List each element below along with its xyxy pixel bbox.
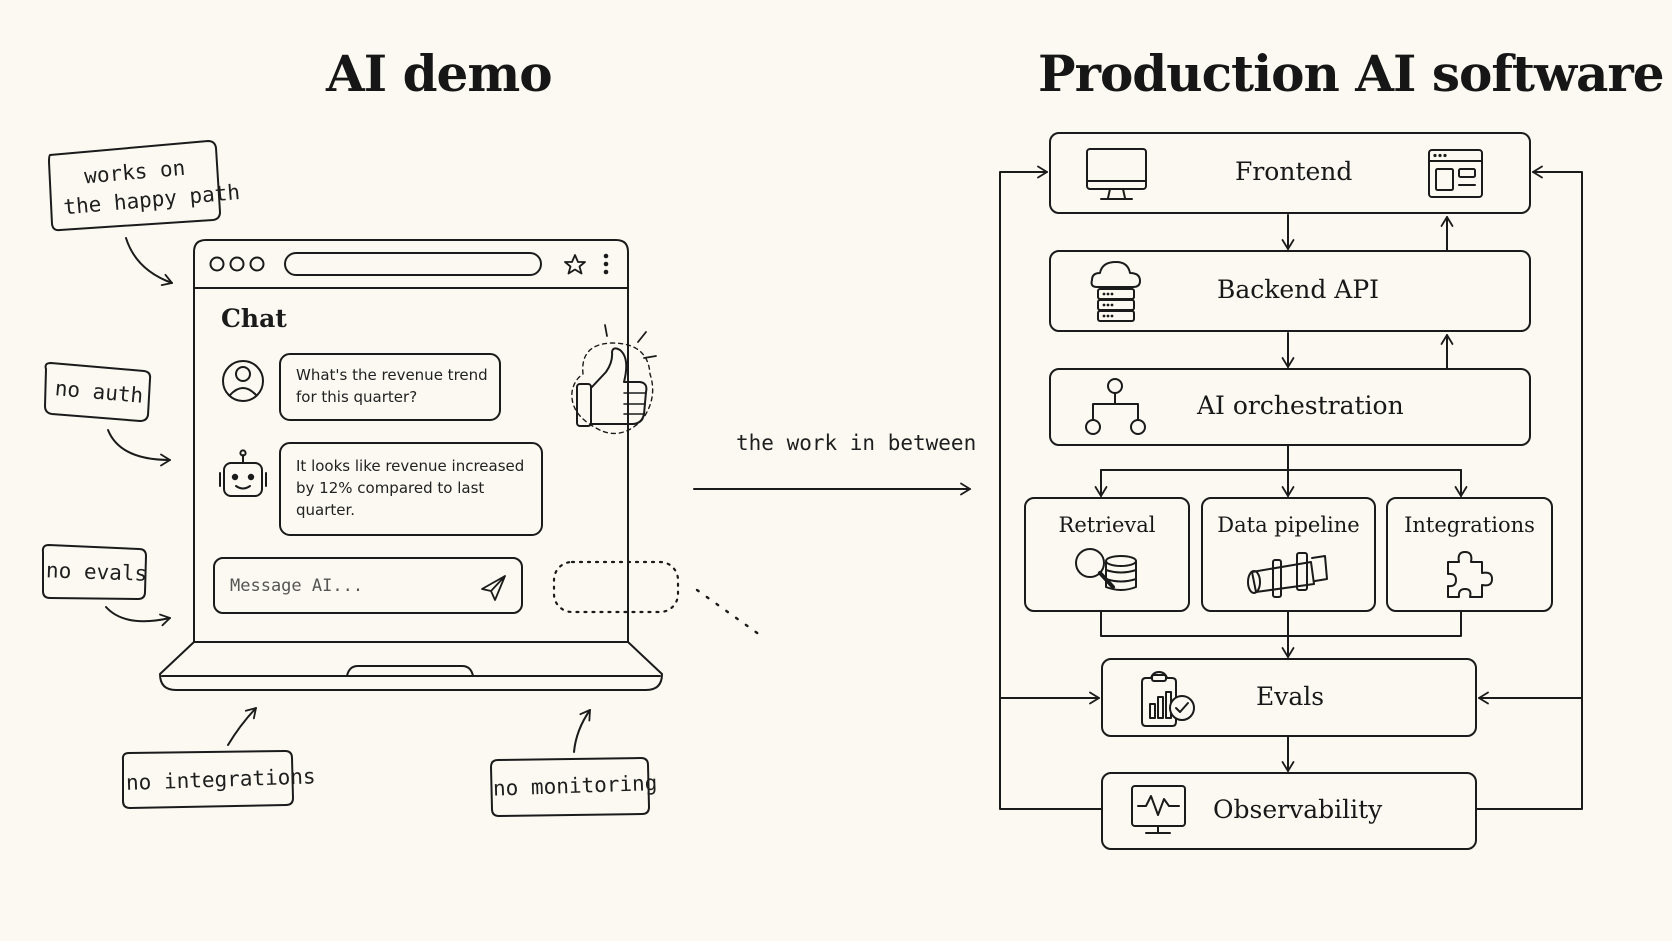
note-no-monitoring [490, 757, 650, 817]
retrieval-label: Retrieval [1058, 513, 1156, 537]
magnifier-database-icon [1075, 548, 1137, 591]
user-avatar-icon [222, 360, 264, 402]
puzzle-icon [1447, 551, 1493, 598]
user-message-bubble [279, 353, 501, 421]
observability-label: Observability [1213, 795, 1383, 824]
bot-message-line3: quarter. [296, 501, 356, 519]
laptop-base [159, 641, 663, 691]
cloud-server-icon [1090, 261, 1141, 322]
user-message-text: What's the revenue trend for this quarte… [296, 364, 488, 408]
send-icon[interactable] [481, 575, 506, 601]
note-no-monitoring-text: no monitoring [492, 770, 658, 801]
kebab-menu-icon[interactable] [603, 253, 609, 275]
note-no-integrations [121, 750, 294, 809]
browser-dot-2 [229, 256, 245, 272]
arrow-no-auth [107, 429, 171, 467]
note-happy-path [48, 140, 221, 232]
user-message-line2: for this quarter? [296, 388, 418, 406]
browser-dot-1 [209, 256, 225, 272]
arrow-no-monitoring [573, 709, 591, 753]
bot-message-bubble [279, 442, 543, 536]
note-no-integrations-text: no integrations [125, 764, 316, 795]
data-pipeline-label: Data pipeline [1217, 513, 1360, 537]
ai-orchestration-box [1049, 368, 1531, 446]
laptop-screen [193, 239, 629, 643]
arrow-no-evals [105, 606, 171, 627]
star-icon[interactable] [564, 254, 586, 275]
data-pipeline-box [1201, 497, 1376, 612]
retrieval-box [1024, 497, 1190, 612]
robot-icon [219, 449, 267, 497]
evals-label: Evals [1256, 682, 1325, 711]
bot-message-text: It looks like revenue increased by 12% c… [296, 455, 524, 521]
dotted-trail [695, 588, 762, 637]
clipboard-chart-icon [1141, 671, 1195, 727]
bot-message-line1: It looks like revenue increased [296, 457, 525, 475]
message-input-placeholder[interactable]: Message AI... [230, 576, 364, 596]
waveform-monitor-icon [1131, 785, 1186, 834]
thumbs-up-icon [571, 324, 657, 435]
integrations-box [1386, 497, 1553, 612]
laptop-trackpad-notch [346, 665, 474, 677]
monitor-icon [1086, 148, 1147, 200]
note-no-evals [41, 544, 147, 600]
bot-message-line2: by 12% compared to last [296, 479, 485, 497]
arrow-happy-path [125, 237, 173, 287]
dotted-placeholder [552, 560, 680, 614]
ai-orchestration-label: AI orchestration [1197, 391, 1404, 420]
demo-title: AI demo [326, 44, 553, 103]
chat-heading: Chat [221, 304, 287, 333]
frontend-box [1049, 132, 1531, 214]
arrow-no-integrations [227, 707, 257, 746]
evals-box [1101, 658, 1477, 737]
right-feedback-loop [1475, 165, 1583, 810]
connector-label: the work in between [736, 431, 977, 455]
production-title: Production AI software [1038, 44, 1665, 103]
browser-address-bar[interactable] [284, 252, 542, 276]
merge-bar [1100, 611, 1462, 637]
left-feedback-loop [999, 165, 1103, 810]
user-message-line1: What's the revenue trend [296, 366, 488, 384]
message-input-box[interactable] [213, 557, 523, 614]
frontend-label: Frontend [1235, 157, 1353, 186]
hierarchy-icon [1085, 378, 1146, 435]
browser-window-icon [1428, 149, 1483, 198]
browser-dot-3 [249, 256, 265, 272]
observability-box [1101, 772, 1477, 850]
note-no-auth [44, 362, 152, 422]
backend-api-box [1049, 250, 1531, 332]
backend-api-label: Backend API [1217, 275, 1380, 304]
pipe-icon [1247, 552, 1328, 598]
integrations-label: Integrations [1404, 513, 1535, 537]
note-no-evals-text: no evals [45, 558, 148, 586]
